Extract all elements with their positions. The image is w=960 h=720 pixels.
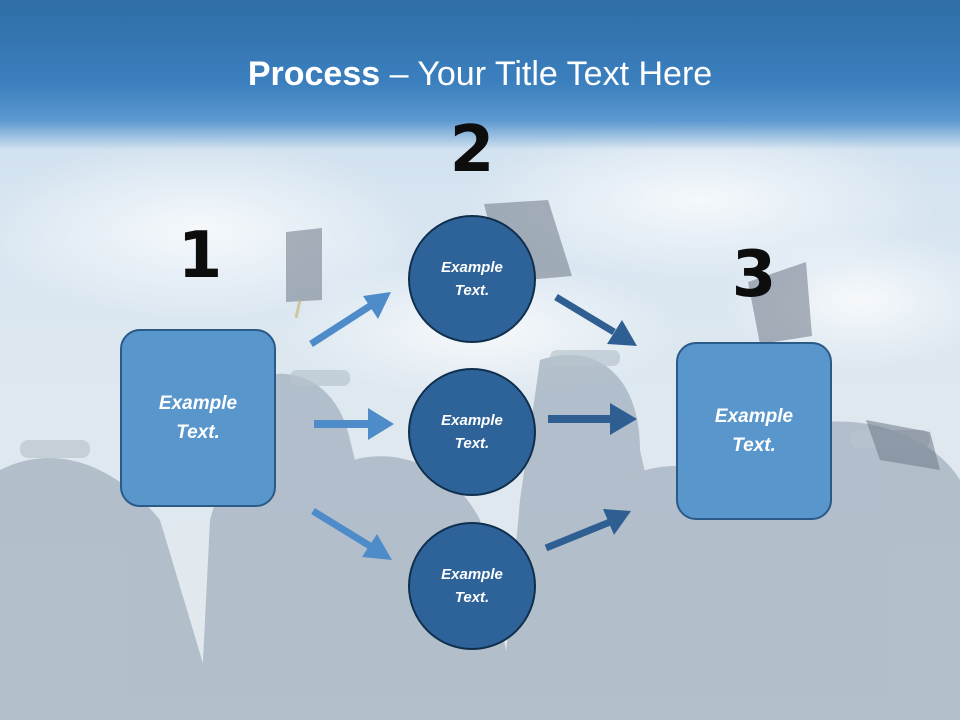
- step-3-box[interactable]: Example Text.: [676, 342, 832, 520]
- slide-title[interactable]: Process – Your Title Text Here: [0, 52, 960, 96]
- arrow-to-top-circle: [309, 292, 391, 347]
- arrow-from-middle-circle: [548, 403, 637, 435]
- title-rest: – Your Title Text Here: [380, 55, 713, 93]
- title-bold: Process: [247, 55, 381, 93]
- circle-middle-text-line2: Text.: [454, 435, 490, 452]
- step-1-text-line2: Text.: [176, 422, 220, 443]
- arrow-from-bottom-circle: [544, 509, 631, 552]
- circle-bottom-text-line1: Example: [441, 566, 503, 583]
- arrow-to-middle-circle: [314, 408, 394, 440]
- circle-bottom[interactable]: Example Text.: [408, 522, 536, 650]
- arrow-from-top-circle: [554, 294, 637, 346]
- step-number-3: 3: [731, 238, 777, 312]
- circle-middle[interactable]: Example Text.: [408, 368, 536, 496]
- circle-middle-text-line1: Example: [441, 412, 503, 429]
- step-1-box[interactable]: Example Text.: [120, 329, 276, 507]
- step-3-text-line1: Example: [714, 406, 794, 427]
- circle-top-text-line2: Text.: [454, 282, 490, 299]
- circle-top-text-line1: Example: [441, 259, 503, 276]
- step-1-text-line1: Example: [158, 393, 238, 414]
- circle-bottom-text-line2: Text.: [454, 589, 490, 606]
- arrow-to-bottom-circle: [311, 508, 392, 560]
- title-band: [0, 0, 960, 150]
- circle-top[interactable]: Example Text.: [408, 215, 536, 343]
- step-number-1: 1: [177, 219, 223, 293]
- step-3-text-line2: Text.: [732, 435, 776, 456]
- step-number-2: 2: [449, 113, 495, 187]
